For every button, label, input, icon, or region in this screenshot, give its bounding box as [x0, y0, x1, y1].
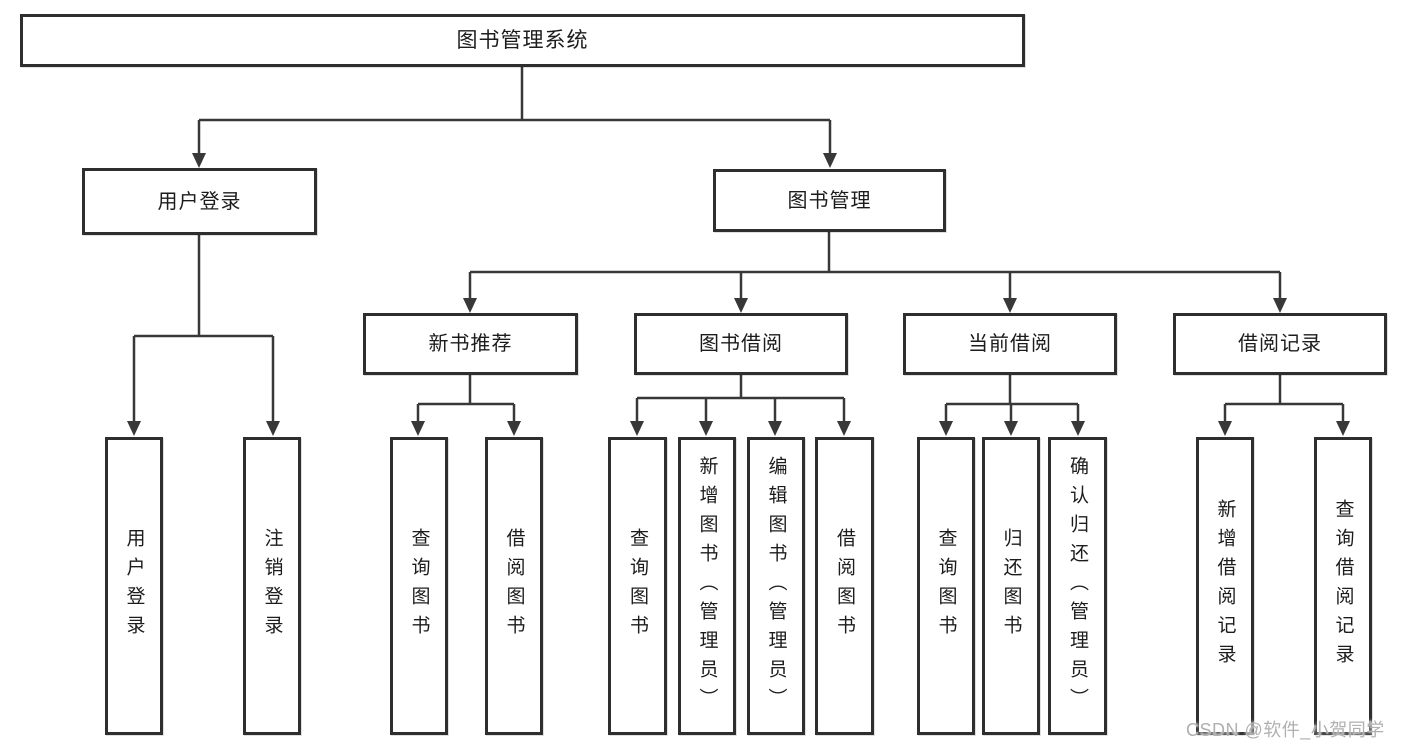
connector-stems: [132, 66, 1345, 423]
leaf-query-books-borrow: 查询图书: [608, 437, 667, 735]
node-root: 图书管理系统: [20, 14, 1025, 67]
node-book-management: 图书管理: [713, 169, 946, 232]
leaf-add-borrow-record: 新增借阅记录: [1196, 437, 1254, 735]
leaf-query-books-recommend: 查询图书: [390, 437, 448, 735]
leaf-return-books: 归还图书: [982, 437, 1040, 735]
watermark-text: CSDN @软件_小贺同学: [1186, 720, 1385, 740]
leaf-query-borrow-record: 查询借阅记录: [1314, 437, 1372, 735]
node-user-login: 用户登录: [82, 168, 317, 235]
leaf-logout: 注销登录: [243, 437, 301, 735]
node-book-borrow: 图书借阅: [634, 313, 848, 375]
leaf-add-books-admin: 新增图书（管理员）: [678, 437, 736, 735]
node-current-borrow: 当前借阅: [903, 313, 1117, 375]
leaf-borrow-books-recommend: 借阅图书: [485, 437, 543, 735]
arrowhead-icons: [127, 153, 1350, 436]
node-new-book-recommend: 新书推荐: [363, 313, 578, 375]
leaf-borrow-books: 借阅图书: [815, 437, 874, 735]
leaf-query-books-current: 查询图书: [917, 437, 975, 735]
leaf-user-login: 用户登录: [105, 437, 163, 735]
leaf-confirm-return-admin: 确认归还（管理员）: [1048, 437, 1107, 735]
node-borrow-record: 借阅记录: [1173, 313, 1387, 375]
leaf-edit-books-admin: 编辑图书（管理员）: [747, 437, 805, 735]
